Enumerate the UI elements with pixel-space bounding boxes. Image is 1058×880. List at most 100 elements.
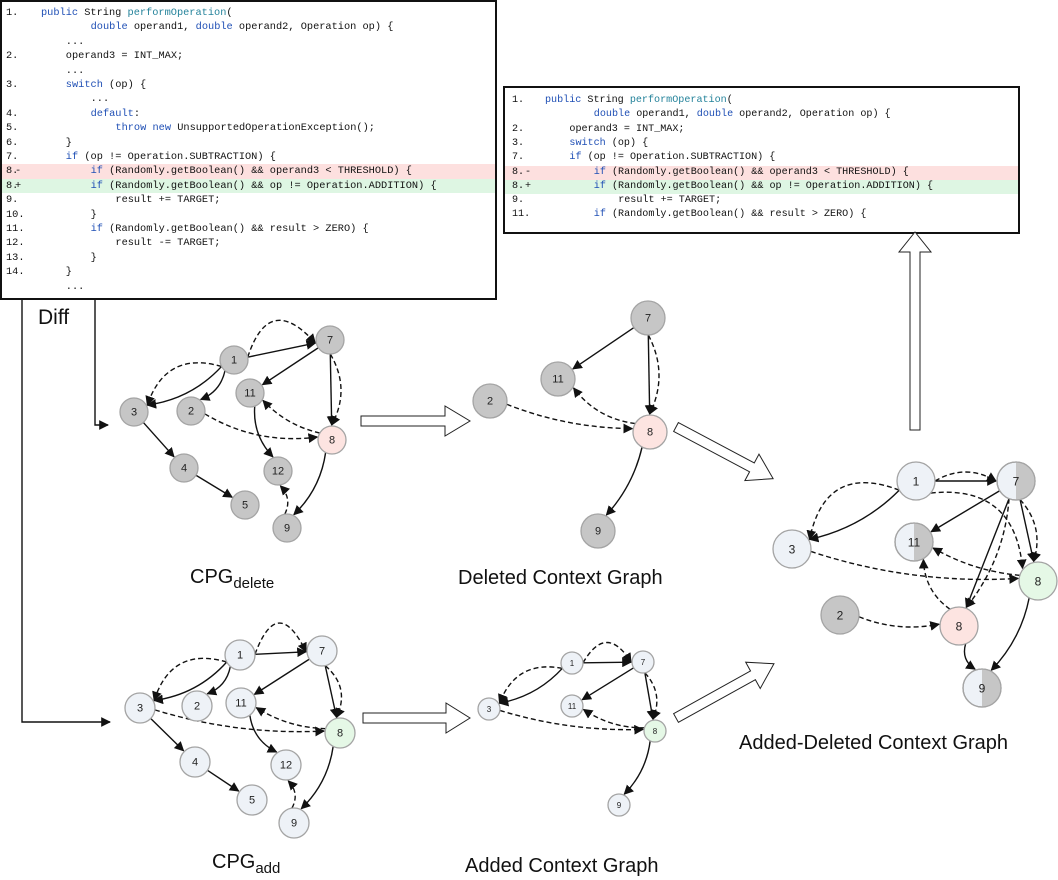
- data-dependence-edge: [918, 558, 951, 610]
- arrow-added-to-combined: [672, 661, 775, 724]
- line-number: 10.: [6, 208, 25, 221]
- code-text: switch (op) {: [65, 79, 147, 91]
- graph-node: 8: [643, 719, 667, 743]
- arrow-deleted-to-combined: [672, 421, 774, 482]
- node-circle: [630, 300, 666, 336]
- data-dependence-edge: [254, 622, 307, 655]
- line-number: 12.: [6, 237, 25, 250]
- cpg-delete-label: CPGdelete: [190, 566, 274, 592]
- code-text: if (Randomly.getBoolean() && op != Opera…: [90, 179, 437, 192]
- code-text: if (op != Operation.SUBTRACTION) {: [65, 151, 276, 163]
- control-flow-edge: [142, 421, 175, 458]
- cpg-delete-label-main: CPG: [190, 566, 234, 588]
- code-line: 1.public String performOperation(: [2, 6, 495, 20]
- node-circle: [176, 396, 206, 426]
- node-label: 7: [327, 335, 333, 347]
- code-text: default:: [90, 107, 141, 120]
- line-number: 9.: [512, 195, 525, 207]
- node-label: 3: [487, 705, 492, 714]
- graph-node: 2: [472, 383, 508, 419]
- code-line: 8.-if (Randomly.getBoolean() && operand3…: [2, 164, 495, 179]
- control-flow-edge: [150, 718, 185, 752]
- node-label: 1: [570, 659, 575, 668]
- node-label: 11: [908, 536, 921, 550]
- graph-node: 4: [179, 746, 211, 778]
- code-line: 9.result += TARGET;: [2, 193, 495, 207]
- data-dependence-edge: [582, 708, 645, 729]
- line-number: 6.: [6, 136, 19, 149]
- node-circle: [632, 414, 668, 450]
- control-flow-edge: [199, 370, 226, 401]
- code-text: public String performOperation(: [41, 7, 233, 19]
- code-text: ...: [65, 35, 85, 48]
- control-flow-edge: [146, 365, 223, 409]
- diff-connector: [21, 300, 111, 727]
- code-line: 2.operand3 = INT_MAX;: [2, 49, 495, 63]
- data-dependence-edge: [329, 353, 342, 426]
- line-number: 3.: [6, 79, 19, 91]
- line-number: 7.: [6, 151, 19, 163]
- graph-node: 9: [607, 793, 631, 817]
- node-circle: [896, 461, 936, 501]
- node-circle: [181, 690, 213, 722]
- line-number: 8.: [512, 166, 525, 178]
- code-line: 10.}: [2, 208, 495, 222]
- code-text: if (op != Operation.SUBTRACTION) {: [569, 152, 776, 164]
- data-dependence-edge: [506, 403, 634, 434]
- node-outline: [996, 461, 1036, 501]
- graph-node: 1: [896, 461, 936, 501]
- cpg-add-label-sub: add: [255, 860, 281, 877]
- code-text: throw new UnsupportedOperationException(…: [115, 122, 375, 135]
- node-circle: [235, 378, 265, 408]
- node-circle: [236, 784, 268, 816]
- node-label: 11: [235, 698, 246, 710]
- graph-node: 5: [230, 490, 260, 520]
- control-flow-edge: [253, 658, 310, 695]
- flow-arrows: [360, 231, 933, 734]
- graph-node: 9: [580, 513, 616, 549]
- data-dependence-edge: [145, 362, 222, 407]
- code-line: 8.-if (Randomly.getBoolean() && operand3…: [505, 165, 1018, 180]
- control-flow-edge: [247, 340, 317, 358]
- node-circle: [820, 595, 860, 635]
- graph-node: 7: [996, 461, 1036, 501]
- graph-node: 3: [477, 697, 501, 721]
- data-dependence-edge: [930, 491, 1027, 570]
- node-label: 3: [789, 543, 796, 557]
- line-number: 1.: [512, 95, 525, 106]
- node-circle: [124, 692, 156, 724]
- node-circle: [230, 490, 260, 520]
- graph-node: 7: [315, 325, 345, 355]
- data-dependence-edge: [262, 399, 321, 434]
- graph-node: 7: [306, 635, 338, 667]
- control-flow-edge: [206, 666, 232, 696]
- code-line: ...: [2, 280, 495, 294]
- node-circle: [315, 325, 345, 355]
- line-number: 5.: [6, 122, 19, 135]
- node-label: 2: [837, 609, 844, 623]
- control-flow-edge: [261, 347, 319, 386]
- node-label: 1: [237, 650, 243, 662]
- node-label: 7: [641, 658, 646, 667]
- data-dependence-edge: [965, 498, 1010, 609]
- code-line: 8.+if (Randomly.getBoolean() && op != Op…: [505, 179, 1018, 195]
- data-dependence-edge: [934, 471, 997, 482]
- node-circle: [631, 650, 655, 674]
- code-text: result -= TARGET;: [115, 237, 221, 250]
- node-circle: [263, 456, 293, 486]
- cpg-add-label-main: CPG: [212, 851, 256, 873]
- node-label: 11: [568, 702, 577, 711]
- control-flow-edge: [324, 665, 340, 719]
- node-circle: [179, 746, 211, 778]
- diff-marker: -: [15, 165, 22, 178]
- node-label: 11: [244, 388, 255, 400]
- code-line: 7. if (op != Operation.SUBTRACTION) {: [2, 150, 495, 164]
- graph-node: 3: [124, 692, 156, 724]
- data-dependence-edge: [255, 707, 326, 730]
- code-text: if (Randomly.getBoolean() && operand3 < …: [90, 165, 412, 178]
- diff-marker: +: [525, 180, 532, 192]
- data-dependence-edge: [932, 547, 1020, 576]
- code-text: operand3 = INT_MAX;: [65, 50, 184, 63]
- added-deleted-context-graph-label: Added-Deleted Context Graph: [739, 732, 1009, 754]
